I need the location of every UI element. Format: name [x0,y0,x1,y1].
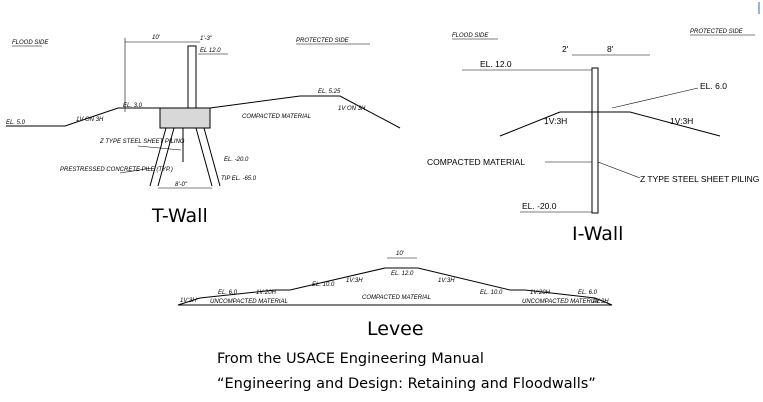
t-wall-sheet-piling-text: Z TYPE STEEL SHEET PILING [99,139,185,145]
t-wall-piles-leader [119,167,153,174]
levee-crown-dim: 10' [396,251,405,257]
i-wall-left-slope [499,111,561,137]
levee-section: 10' EL. 12.0 EL. 6.0 1V:20H EL. 10.0 1V:… [177,251,613,340]
i-wall-sheet-pile [591,67,599,214]
levee-uncompacted-left: UNCOMPACTED MATERIAL [210,299,288,305]
levee-left-outer-slope: 1V:20H [256,290,277,296]
t-wall-pile-tip-elevation: TIP EL. -65.0 [221,176,257,182]
t-wall-pile-left-a [149,127,167,187]
i-wall-ground-leader [611,87,699,109]
t-wall-flood-ground [6,107,160,127]
levee-right-edge-slope: 1V:3H [592,299,609,305]
i-wall-left-slope-label: 1V:3H [544,116,567,126]
i-wall-flood-side-label: FLOOD SIDE [452,33,489,39]
t-wall-top-dim: 10' [152,35,161,41]
t-wall-protected-ground [209,95,401,129]
t-wall-piles-label: PRESTRESSED CONCRETE PILE (TYP.) [60,167,173,173]
caption-line-2: “Engineering and Design: Retaining and F… [217,376,596,392]
t-wall-sheet-leader [137,145,182,151]
t-wall-title: T-Wall [151,205,208,227]
caption-line-1: From the USACE Engineering Manual [217,351,484,367]
i-wall-sheet-leader [597,161,641,179]
t-wall-left-slope: 1V ON 3H [76,117,104,123]
i-wall-protected-side-label: PROTECTED SIDE [690,29,744,35]
levee-right-outer-slope: 1V:20H [530,290,551,296]
i-wall-section: FLOOD SIDE PROTECTED SIDE 2' 8' EL. 12.0… [427,29,759,245]
i-wall-right-dim: 8' [607,44,614,54]
levee-left-berm-elevation: EL. 10.0 [312,282,335,288]
t-wall-pile-right-a [195,127,213,187]
levee-compacted-label: COMPACTED MATERIAL [362,295,431,301]
t-wall-base-dim: 8'-0" [175,182,188,188]
t-wall-section: FLOOD SIDE PROTECTED SIDE 10' 1'-3" EL 1… [6,35,401,227]
levee-left-outer-elevation: EL. 6.0 [218,290,238,296]
levee-profile [177,267,613,306]
t-wall-pile-left-b [157,127,175,187]
i-wall-right-slope-label: 1V:3H [670,116,693,126]
i-wall-top-elevation: EL. 12.0 [480,59,512,69]
t-wall-compacted-label: COMPACTED MATERIAL [242,114,311,120]
levee-left-slope: 1V:3H [346,278,363,284]
levee-right-berm-elevation: EL. 10.0 [480,290,503,296]
t-wall-base-slab [159,107,211,129]
t-wall-right-slope: 1V ON 3H [338,106,366,112]
levee-right-outer-elevation: EL. 6.0 [578,290,598,296]
t-wall-pile-right-b [203,127,221,187]
t-wall-protected-side-label: PROTECTED SIDE [296,38,350,44]
i-wall-left-dim: 2' [562,44,569,54]
levee-uncompacted-right: UNCOMPACTED MATERIAL [522,299,600,305]
i-wall-compacted-label: COMPACTED MATERIAL [427,157,525,167]
t-wall-stem-dim: 1'-3" [200,36,213,42]
levee-crown-elevation: EL. 12.0 [391,271,414,277]
t-wall-stem [187,45,197,109]
t-wall-berm-elevation: EL. 3.0 [123,103,143,109]
i-wall-sheet-piling-label: Z TYPE STEEL SHEET PILING [640,174,759,184]
t-wall-right-elevation: EL. 5.25 [318,89,341,95]
t-wall-top-elevation: EL 12.0 [200,48,221,54]
levee-title: Levee [367,318,424,340]
i-wall-tip-elevation: EL. -20.0 [522,201,557,211]
i-wall-right-slope [629,111,721,137]
t-wall-sheet-tip-elevation: EL. -20.0 [224,157,249,163]
i-wall-ground-elevation: EL. 6.0 [700,81,727,91]
levee-right-slope: 1V:3H [438,278,455,284]
t-wall-flood-side-label: FLOOD SIDE [12,40,49,46]
t-wall-sheet-piling-label: Z TYPE STEEL SHEET PILING [99,139,185,145]
levee-left-edge-slope: 1V:3H [180,298,197,304]
i-wall-title: I-Wall [572,223,623,245]
t-wall-left-ground-elevation: EL. 5.0 [6,120,26,126]
